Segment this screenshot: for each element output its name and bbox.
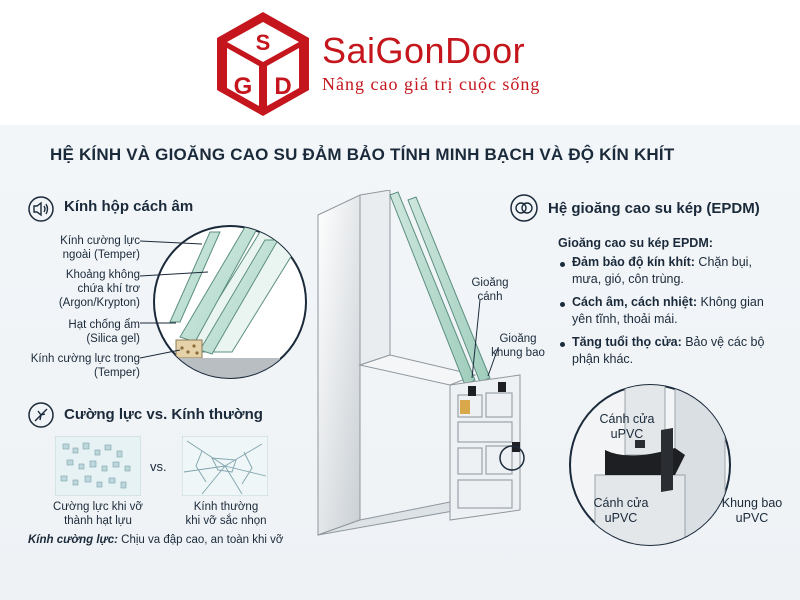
label-sash-top: Cánh cửa uPVC [592,412,662,442]
saigondoor-logo: S G D [217,12,309,116]
label-sash-bottom-line2: uPVC [604,511,638,525]
vs-label: vs. [150,459,167,474]
gasket-bullet-2: Cách âm, cách nhiệt: Không gian yên tĩnh,… [572,294,792,328]
label-inner-glass: Kính cường lực trong (Temper) [20,352,140,380]
label-desiccant-line2: (Silica gel) [86,333,140,345]
label-sash-top-line1: Cánh cửa [599,412,655,426]
gasket-rings-icon [510,194,538,222]
label-outer-glass-line2: ngoài (Temper) [62,249,140,261]
normal-caption: Kính thường khi vỡ sắc nhọn [166,500,286,528]
gasket-bullet-2-rest: Không gian [697,295,764,309]
gasket-bullet-1-rest: Chặn bụi, [694,255,752,269]
bullet-dot [560,262,565,267]
label-inner-glass-line1: Kính cường lực trong [30,353,140,365]
gasket-intro: Gioăng cao su kép EPDM: [558,236,713,250]
gasket-section-heading: Hệ gioăng cao su kép (EPDM) [548,200,760,217]
label-desiccant-line1: Hạt chống ẩm [68,319,140,331]
label-sash-gasket: Gioăng cánh [460,276,520,304]
gasket-bullet-1-bold: Đảm bảo độ kín khít: [572,255,695,269]
label-desiccant: Hạt chống ẩm (Silica gel) [40,318,140,346]
gasket-bullet-2-line2: yên tĩnh, thoải mái. [572,312,678,326]
label-sash-bottom-line1: Cánh cửa [593,496,649,510]
tempered-glass-shattered [55,436,141,496]
label-sash-gasket-line1: Gioăng [471,277,509,289]
label-gas-gap-line1: Khoảng không [65,269,140,281]
label-outer-glass: Kính cường lực ngoài (Temper) [40,234,140,262]
svg-text:S: S [256,30,271,55]
brand-tagline: Nâng cao giá trị cuộc sống [322,74,541,94]
tempered-note-bold: Kính cường lực: [28,534,118,546]
svg-text:D: D [274,73,291,100]
gasket-bullet-3: Tăng tuổi thọ cửa: Bảo vệ các bộ phận khá… [572,334,792,368]
tempered-note-text: Chịu va đập cao, an toàn khi vỡ [117,534,284,546]
gasket-bullet-3-bold: Tăng tuổi thọ cửa: [572,335,682,349]
label-frame-gasket-line2: khung bao [491,347,545,359]
label-sash-top-line2: uPVC [610,427,644,441]
label-frame-gasket: Gioăng khung bao [478,332,558,360]
gasket-detail-diagram [569,384,731,546]
tempered-caption-line2: thành hạt lựu [64,515,132,527]
svg-text:G: G [234,73,253,100]
label-gas-gap-line2: chứa khí trơ [77,283,140,295]
label-outer-frame-line1: Khung bao [721,496,783,510]
label-frame-gasket-line1: Gioăng [499,333,537,345]
speaker-icon [28,196,54,222]
bullet-dot [560,342,565,347]
label-sash-bottom: Cánh cửa uPVC [586,496,656,526]
tempered-caption-line1: Cường lực khi vỡ [53,501,143,513]
double-glazing-diagram [153,225,307,379]
tempered-caption: Cường lực khi vỡ thành hạt lựu [38,500,158,528]
normal-caption-line2: khi vỡ sắc nhọn [185,515,267,527]
label-gas-gap-line3: (Argon/Krypton) [58,297,140,309]
page-title: HỆ KÍNH VÀ GIOĂNG CAO SU ĐẢM BẢO TÍNH MI… [50,145,675,164]
compare-section-heading: Cường lực vs. Kính thường [64,406,263,423]
header: S G D SaiGonDoor Nâng cao giá trị cuộc s… [0,0,800,125]
label-gas-gap: Khoảng không chứa khí trơ (Argon/Krypton… [30,268,140,310]
normal-caption-line1: Kính thường [193,501,259,513]
gasket-bullet-2-bold: Cách âm, cách nhiệt: [572,295,698,309]
gasket-bullet-3-rest: Bảo vệ các bộ [681,335,765,349]
upvc-window-profile [317,190,525,536]
broken-glass-icon [28,402,54,428]
label-outer-frame: Khung bao uPVC [712,496,792,526]
gasket-bullet-1: Đảm bảo độ kín khít: Chặn bụi, mưa, gió, … [572,254,792,288]
tempered-note: Kính cường lực: Chịu va đập cao, an toàn… [28,534,283,546]
normal-glass-cracked [182,436,268,496]
glass-section-heading: Kính hộp cách âm [64,198,194,215]
label-outer-frame-line2: uPVC [735,511,769,525]
label-outer-glass-line1: Kính cường lực [60,235,140,247]
glass-leader-lines [140,240,209,359]
label-sash-gasket-line2: cánh [477,291,503,303]
bullet-dot [560,302,565,307]
frame-leader-lines [471,299,499,379]
label-inner-glass-line2: (Temper) [93,367,140,379]
gasket-bullet-1-line2: mưa, gió, côn trùng. [572,272,684,286]
brand-name: SaiGonDoor [322,30,526,71]
gasket-bullet-3-line2: phận khác. [572,352,634,366]
